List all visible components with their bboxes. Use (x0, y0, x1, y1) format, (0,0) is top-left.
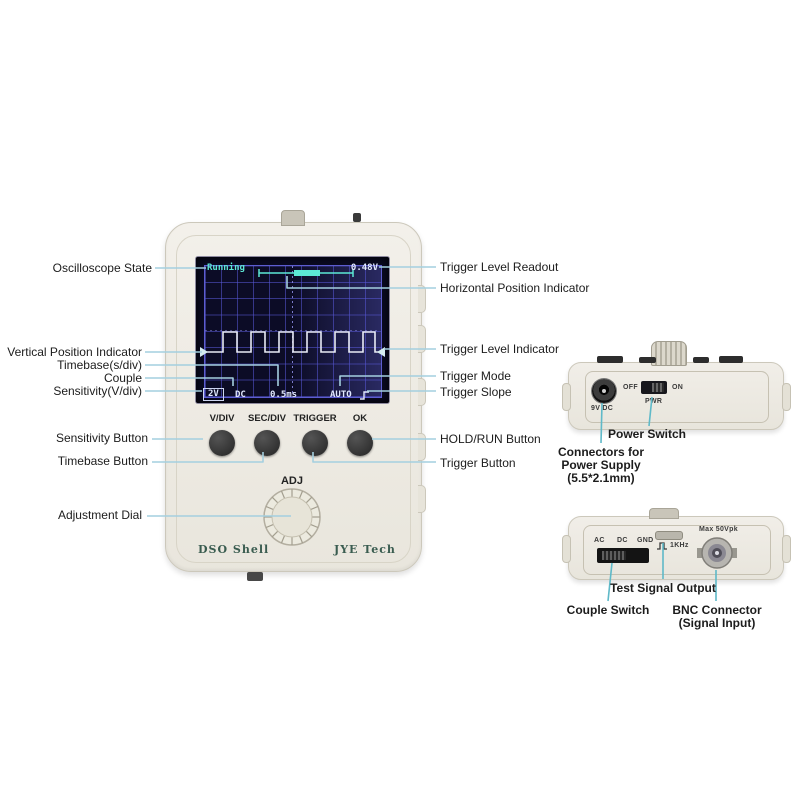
callout-trigger-button: Trigger Button (440, 456, 516, 470)
test-signal-tab (655, 531, 683, 540)
callout-couple-switch: Couple Switch (566, 603, 650, 617)
side-tab (782, 383, 791, 411)
callout-sensitivity: Sensitivity(V/div) (53, 384, 142, 398)
power-jack-label: 9V DC (591, 405, 614, 412)
callout-bnc-line1: BNC Connector (672, 603, 762, 617)
brand-jye-tech: JYE Tech (334, 543, 396, 556)
vdiv-button-label: V/DIV (209, 413, 235, 424)
power-jack-pin (602, 389, 606, 393)
callout-horizontal-position-indicator: Horizontal Position Indicator (440, 281, 590, 295)
brand-dso-shell: DSO Shell (198, 543, 270, 556)
side-bump (418, 378, 426, 406)
bottom-edge-switch (247, 572, 263, 581)
trigger-level-readout: 0.48V (350, 263, 378, 273)
power-panel (585, 371, 769, 423)
top-edge-button (353, 213, 361, 222)
oscilloscope-state-readout: Running (207, 263, 245, 273)
side-tab (562, 535, 571, 563)
callout-sensitivity-button: Sensitivity Button (55, 431, 148, 445)
callout-couple: Couple (103, 371, 142, 385)
adj-label: ADJ (280, 475, 304, 487)
power-switch[interactable] (641, 381, 667, 394)
side-bump (418, 485, 426, 513)
side-bump (418, 325, 426, 353)
adjustment-dial-side-icon (651, 341, 687, 366)
trigger-mode-readout: AUTO (330, 390, 352, 400)
ok-button-label: OK (352, 413, 368, 424)
square-wave-icon (657, 542, 667, 550)
trigger-button-label: TRIGGER (293, 413, 337, 424)
front-faceplate (176, 235, 411, 563)
oscilloscope-screen: Running 0.48V 2V DC 0.5ms AUTO (196, 257, 389, 403)
adjustment-dial[interactable] (260, 485, 324, 549)
callout-test-signal-output: Test Signal Output (610, 581, 716, 595)
khz-label: 1KHz (670, 542, 689, 549)
callout-vertical-position-indicator: Vertical Position Indicator (7, 345, 142, 359)
dc-label: DC (617, 537, 628, 544)
callout-trigger-slope: Trigger Slope (440, 385, 512, 399)
callout-timebase-button: Timebase Button (57, 454, 148, 468)
side-button-top-icon (597, 356, 623, 363)
waveform-trace (206, 331, 380, 353)
callout-adjustment-dial: Adjustment Dial (57, 508, 142, 522)
vertical-position-indicator-arrow (200, 347, 208, 357)
horizontal-position-segment (294, 270, 320, 276)
callout-power-connectors-line1: Connectors for (557, 445, 645, 459)
secdiv-button-label: SEC/DIV (247, 413, 287, 424)
side-tab (562, 383, 571, 411)
screen-graphics (200, 266, 385, 396)
callout-hold-run-button: HOLD/RUN Button (440, 432, 541, 446)
callout-power-switch: Power Switch (607, 427, 687, 441)
gnd-label: GND (637, 537, 654, 544)
usb-connector-top (281, 210, 305, 226)
side-button-top-icon (693, 357, 709, 363)
callout-trigger-mode: Trigger Mode (440, 369, 511, 383)
side-button-top-icon (719, 356, 743, 363)
max-voltage-label: Max 50Vpk (699, 526, 738, 533)
callout-timebase: Timebase(s/div) (57, 358, 142, 372)
side-bump (418, 285, 426, 313)
secdiv-button[interactable] (254, 430, 280, 456)
signal-panel (583, 525, 771, 575)
pwr-label: PWR (645, 398, 663, 405)
side-tab (782, 535, 791, 563)
signal-side-view: AC DC GND 1KHz Max 50Vpk (562, 508, 791, 580)
ac-label: AC (594, 537, 605, 544)
sensitivity-readout: 2V (203, 388, 224, 401)
top-tab (649, 508, 679, 519)
side-bump (418, 433, 426, 461)
ok-button[interactable] (347, 430, 373, 456)
trigger-level-indicator-arrow (377, 347, 385, 357)
callout-power-connectors-line3: (5.5*2.1mm) (567, 471, 635, 485)
callout-bnc-connector: BNC Connector (Signal Input) (672, 604, 761, 630)
trigger-slope-icon (360, 391, 369, 400)
couple-readout: DC (235, 390, 246, 400)
side-button-top-icon (639, 357, 656, 363)
timebase-readout: 0.5ms (270, 390, 298, 400)
vdiv-button[interactable] (209, 430, 235, 456)
on-label: ON (672, 384, 684, 391)
trigger-button[interactable] (302, 430, 328, 456)
oscilloscope-front-view: Running 0.48V 2V DC 0.5ms AUTO V/DIV SEC… (165, 210, 426, 581)
off-label: OFF (623, 384, 638, 391)
callout-power-connectors-line2: Power Supply (561, 458, 641, 472)
power-side-view: 9V DC OFF ON PWR (562, 341, 791, 430)
callout-trigger-level-readout: Trigger Level Readout (440, 260, 559, 274)
callout-oscilloscope-state: Oscilloscope State (52, 261, 152, 275)
callout-bnc-line2: (Signal Input) (678, 616, 756, 630)
callout-trigger-level-indicator: Trigger Level Indicator (440, 342, 559, 356)
couple-switch[interactable] (597, 548, 649, 563)
callout-power-connectors: Connectors for Power Supply (5.5*2.1mm) (558, 446, 644, 485)
bnc-connector (697, 537, 737, 569)
